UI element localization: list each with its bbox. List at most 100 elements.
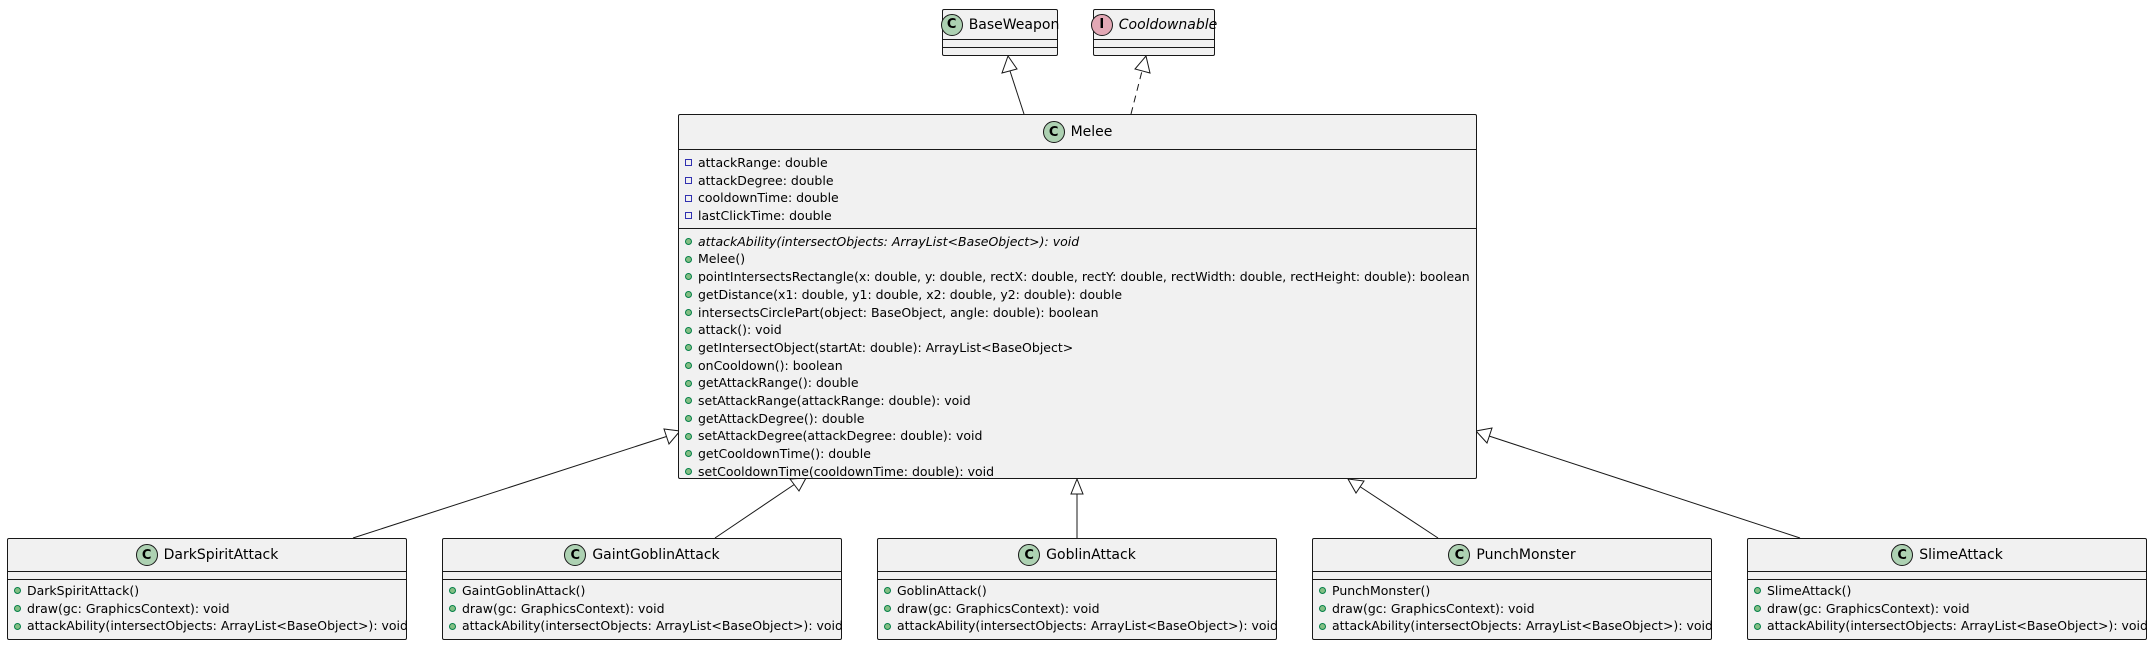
public-visibility-icon xyxy=(685,326,692,334)
method: draw(gc: GraphicsContext): void xyxy=(8,600,406,618)
method: getAttackDegree(): double xyxy=(679,410,1476,428)
method: pointIntersectsRectangle(x: double, y: d… xyxy=(679,268,1476,286)
private-visibility-icon xyxy=(685,212,692,220)
method: attack(): void xyxy=(679,321,1476,339)
public-visibility-icon xyxy=(685,379,692,387)
public-visibility-icon xyxy=(685,238,692,246)
public-visibility-icon xyxy=(685,432,692,440)
arrowhead-darkspirit xyxy=(663,428,681,446)
public-visibility-icon xyxy=(685,361,692,369)
class-name: SlimeAttack xyxy=(1919,547,2003,563)
method: attackAbility(intersectObjects: ArrayLis… xyxy=(1313,617,1713,635)
method: getCooldownTime(): double xyxy=(679,445,1476,463)
class-stereotype-icon: C xyxy=(940,13,963,36)
field: lastClickTime: double xyxy=(679,207,1476,225)
public-visibility-icon xyxy=(685,397,692,405)
public-visibility-icon xyxy=(685,414,692,422)
methods-compartment: PunchMonster() draw(gc: GraphicsContext)… xyxy=(1313,580,1713,635)
field: cooldownTime: double xyxy=(679,189,1476,207)
public-visibility-icon xyxy=(685,291,692,299)
method: draw(gc: GraphicsContext): void xyxy=(443,600,841,618)
method: intersectsCirclePart(object: BaseObject,… xyxy=(679,304,1476,322)
fields-compartment: attackRange: double attackDegree: double… xyxy=(679,150,1476,228)
public-visibility-icon xyxy=(449,605,456,613)
method: attackAbility(intersectObjects: ArrayLis… xyxy=(1748,617,2148,635)
method: getDistance(x1: double, y1: double, x2: … xyxy=(679,286,1476,304)
method: attackAbility(intersectObjects: ArrayLis… xyxy=(8,617,408,635)
public-visibility-icon xyxy=(685,273,692,281)
field: attackDegree: double xyxy=(679,172,1476,190)
public-visibility-icon xyxy=(685,255,692,263)
public-visibility-icon xyxy=(1319,587,1326,595)
class-stereotype-icon: C xyxy=(135,544,158,566)
public-visibility-icon xyxy=(884,605,891,613)
method: Melee() xyxy=(679,250,1476,268)
interface-cooldownable[interactable]: I Cooldownable xyxy=(1090,9,1217,56)
methods-compartment: SlimeAttack() draw(gc: GraphicsContext):… xyxy=(1748,580,2148,635)
method: SlimeAttack() xyxy=(1748,582,2146,600)
class-name: PunchMonster xyxy=(1476,547,1576,563)
edge-gaintgoblin-extends-melee xyxy=(714,483,796,539)
method: getIntersectObject(startAt: double): Arr… xyxy=(679,339,1476,357)
private-visibility-icon xyxy=(685,159,692,167)
method: attackAbility(intersectObjects: ArrayLis… xyxy=(679,233,1476,251)
class-stereotype-icon: C xyxy=(1042,121,1065,143)
class-goblinattack[interactable]: C GoblinAttack GoblinAttack() draw(gc: G… xyxy=(877,538,1278,640)
methods-compartment: GaintGoblinAttack() draw(gc: GraphicsCon… xyxy=(443,580,843,635)
class-punchmonster[interactable]: C PunchMonster PunchMonster() draw(gc: G… xyxy=(1312,538,1713,640)
public-visibility-icon xyxy=(1754,587,1761,595)
method: PunchMonster() xyxy=(1313,582,1711,600)
method: onCooldown(): boolean xyxy=(679,357,1476,375)
class-darkspiritattack[interactable]: C DarkSpiritAttack DarkSpiritAttack() dr… xyxy=(7,538,408,640)
public-visibility-icon xyxy=(14,622,21,630)
public-visibility-icon xyxy=(1319,622,1326,630)
public-visibility-icon xyxy=(1754,605,1761,613)
public-visibility-icon xyxy=(449,622,456,630)
public-visibility-icon xyxy=(1754,622,1761,630)
class-melee[interactable]: C Melee attackRange: double attackDegree… xyxy=(678,114,1477,479)
class-stereotype-icon: C xyxy=(1448,544,1471,566)
edge-darkspirit-extends-melee xyxy=(352,435,669,539)
public-visibility-icon xyxy=(685,308,692,316)
private-visibility-icon xyxy=(685,177,692,185)
methods-compartment: GoblinAttack() draw(gc: GraphicsContext)… xyxy=(878,580,1278,635)
method: setAttackDegree(attackDegree: double): v… xyxy=(679,427,1476,445)
public-visibility-icon xyxy=(884,622,891,630)
public-visibility-icon xyxy=(449,587,456,595)
arrowhead-baseweapon xyxy=(1001,54,1018,74)
edge-melee-extends-baseweapon xyxy=(1009,70,1025,115)
method: setCooldownTime(cooldownTime: double): v… xyxy=(679,463,1476,481)
class-gaintgoblinattack[interactable]: C GaintGoblinAttack GaintGoblinAttack() … xyxy=(442,538,843,640)
class-baseweapon[interactable]: C BaseWeapon xyxy=(940,9,1060,56)
arrowhead-goblin xyxy=(1070,477,1084,495)
edge-slime-extends-melee xyxy=(1488,435,1801,539)
class-name: BaseWeapon xyxy=(968,16,1060,33)
method: draw(gc: GraphicsContext): void xyxy=(1313,600,1711,618)
public-visibility-icon xyxy=(685,344,692,352)
method: setAttackRange(attackRange: double): voi… xyxy=(679,392,1476,410)
method: GaintGoblinAttack() xyxy=(443,582,841,600)
field: attackRange: double xyxy=(679,154,1476,172)
private-visibility-icon xyxy=(685,194,692,202)
class-stereotype-icon: C xyxy=(1891,544,1914,566)
method: draw(gc: GraphicsContext): void xyxy=(878,600,1276,618)
method: getAttackRange(): double xyxy=(679,374,1476,392)
class-name: Melee xyxy=(1070,124,1113,140)
method: attackAbility(intersectObjects: ArrayLis… xyxy=(443,617,843,635)
class-name: GoblinAttack xyxy=(1046,547,1136,563)
method: GoblinAttack() xyxy=(878,582,1276,600)
class-slimeattack[interactable]: C SlimeAttack SlimeAttack() draw(gc: Gra… xyxy=(1747,538,2148,640)
methods-compartment: DarkSpiritAttack() draw(gc: GraphicsCont… xyxy=(8,580,408,635)
method: DarkSpiritAttack() xyxy=(8,582,406,600)
arrowhead-slime xyxy=(1475,427,1493,444)
arrowhead-punch xyxy=(1347,478,1365,494)
edge-melee-implements-cooldownable xyxy=(1130,70,1143,115)
public-visibility-icon xyxy=(884,587,891,595)
arrowhead-cooldownable xyxy=(1134,54,1151,74)
class-name: GaintGoblinAttack xyxy=(592,547,720,563)
public-visibility-icon xyxy=(685,450,692,458)
public-visibility-icon xyxy=(14,605,21,613)
interface-stereotype-icon: I xyxy=(1090,13,1113,36)
edge-punch-extends-melee xyxy=(1358,485,1439,539)
public-visibility-icon xyxy=(685,468,692,476)
